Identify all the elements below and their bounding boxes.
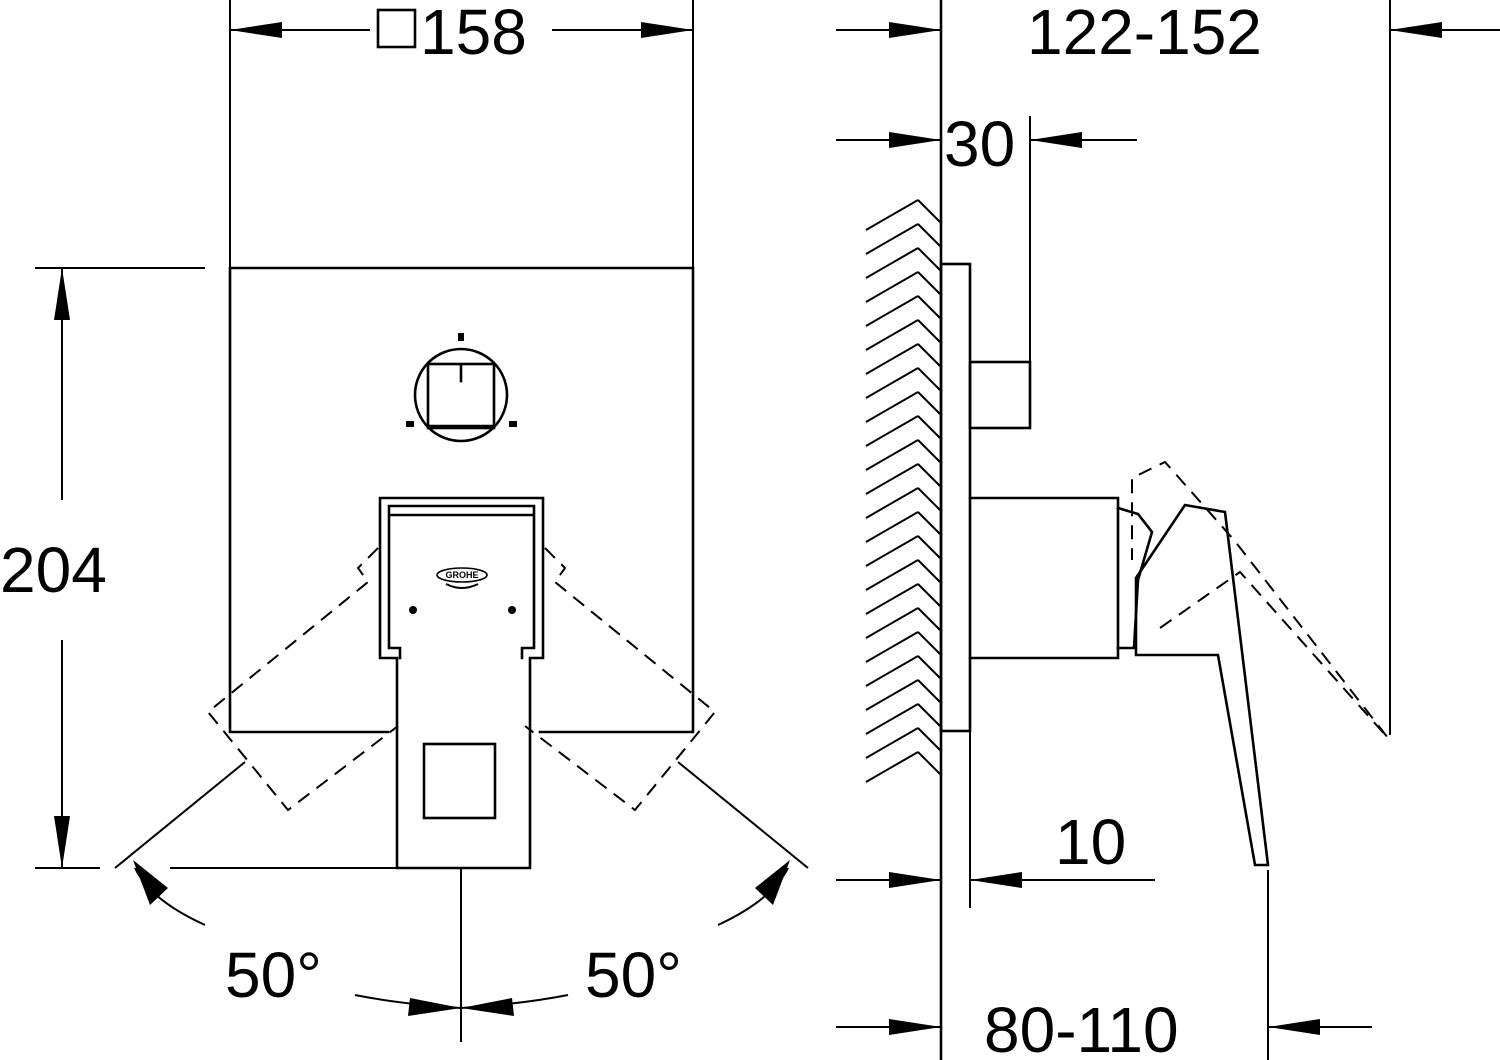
lever-depth-label: 80-110: [984, 994, 1179, 1060]
hatch-stroke: [865, 751, 919, 783]
hatch-stroke: [865, 655, 919, 687]
diverter-knob: [406, 333, 517, 443]
depth-total-arrow-left: [889, 22, 941, 38]
hatch-stroke: [865, 535, 919, 567]
front-view: 158 204 GROHE: [0, 0, 809, 1042]
hatch-stroke: [917, 487, 941, 511]
knob-depth-arrow-left: [889, 132, 941, 148]
hatch-stroke: [865, 271, 919, 303]
hatch-stroke: [865, 319, 919, 351]
width-arrow-left: [230, 22, 282, 38]
brand-logo-text: GROHE: [445, 570, 478, 580]
angle-arrow-left-top: [133, 860, 168, 905]
hatch-stroke: [917, 391, 941, 415]
hatch-stroke: [917, 751, 941, 775]
hatch-stroke: [917, 679, 941, 703]
width-label: 158: [420, 0, 527, 68]
hatch-stroke: [917, 655, 941, 679]
hatch-stroke: [865, 511, 919, 543]
depth-total-arrow-right: [1390, 22, 1442, 38]
hatch-stroke: [917, 535, 941, 559]
plate-thickness-label: 10: [1055, 806, 1126, 878]
angle-arrow-right-bottom: [461, 998, 514, 1016]
angle-arrow-left-bottom: [408, 998, 461, 1016]
hatch-stroke: [917, 607, 941, 631]
hatch-stroke: [917, 343, 941, 367]
hatch-stroke: [917, 559, 941, 583]
lever-left-rotated: [206, 547, 399, 812]
hatch-stroke: [865, 583, 919, 615]
hatch-stroke: [917, 415, 941, 439]
hatch-stroke: [865, 295, 919, 327]
angle-extension-left: [114, 761, 246, 869]
lever-depth-arrow-left: [889, 1019, 941, 1035]
hatch-stroke: [917, 727, 941, 751]
hatch-stroke: [865, 631, 919, 663]
hatch-stroke: [865, 727, 919, 759]
angle-right-label: 50°: [585, 939, 682, 1011]
hatch-stroke: [917, 247, 941, 271]
hatch-stroke: [865, 367, 919, 399]
diverter-knob-side: [968, 360, 1032, 430]
angle-arc-left-upper: [134, 867, 206, 926]
angle-extension-right: [677, 761, 809, 869]
cover-plate-side: [939, 262, 972, 733]
lever-grip-square: [422, 742, 497, 820]
plate-thickness-arrow-left: [889, 872, 941, 888]
angle-left-label: 50°: [225, 939, 322, 1011]
height-arrow-top: [54, 268, 70, 320]
hatch-stroke: [917, 511, 941, 535]
hatch-stroke: [865, 223, 919, 255]
side-view: 122-152 30 10 80-110: [836, 0, 1500, 1060]
lever-raised-position: [1131, 460, 1389, 739]
height-label: 204: [0, 534, 107, 606]
depth-total-label: 122-152: [1027, 0, 1262, 68]
hatch-stroke: [917, 703, 941, 727]
hatch-stroke: [865, 343, 919, 375]
height-arrow-bottom: [54, 816, 70, 868]
hatch-stroke: [865, 679, 919, 711]
knob-depth-label: 30: [944, 108, 1015, 180]
hatch-stroke: [917, 199, 941, 223]
hatch-stroke: [865, 463, 919, 495]
brand-logo: [436, 567, 488, 583]
hatch-stroke: [917, 295, 941, 319]
hatch-stroke: [917, 367, 941, 391]
angle-arrow-right-top: [755, 860, 790, 905]
hatch-stroke: [865, 247, 919, 279]
hatch-stroke: [917, 319, 941, 343]
knob-depth-arrow-right: [1030, 132, 1082, 148]
hatch-stroke: [865, 439, 919, 471]
hatch-stroke: [917, 271, 941, 295]
hatch-stroke: [917, 223, 941, 247]
lever-depth-arrow-right: [1268, 1019, 1320, 1035]
hatch-stroke: [917, 631, 941, 655]
hatch-stroke: [865, 391, 919, 423]
lever-front: GROHE: [378, 496, 545, 870]
hatch-stroke: [917, 463, 941, 487]
lever-handle-side: [1134, 503, 1270, 867]
hatch-stroke: [865, 415, 919, 447]
hatch-stroke: [865, 607, 919, 639]
hatch-stroke: [865, 703, 919, 735]
width-arrow-right: [641, 22, 693, 38]
hatch-stroke: [865, 559, 919, 591]
hatch-stroke: [865, 487, 919, 519]
lever-body-side: [968, 496, 1120, 660]
hatch-stroke: [917, 439, 941, 463]
hatch-stroke: [917, 583, 941, 607]
square-symbol-icon: [376, 8, 417, 49]
lever-right-rotated: [524, 547, 717, 812]
wall-hatching: [865, 199, 941, 783]
hatch-stroke: [865, 199, 919, 231]
lever-hub-side: [1116, 506, 1154, 650]
cover-plate: [228, 266, 695, 734]
plate-thickness-arrow-right: [970, 872, 1022, 888]
